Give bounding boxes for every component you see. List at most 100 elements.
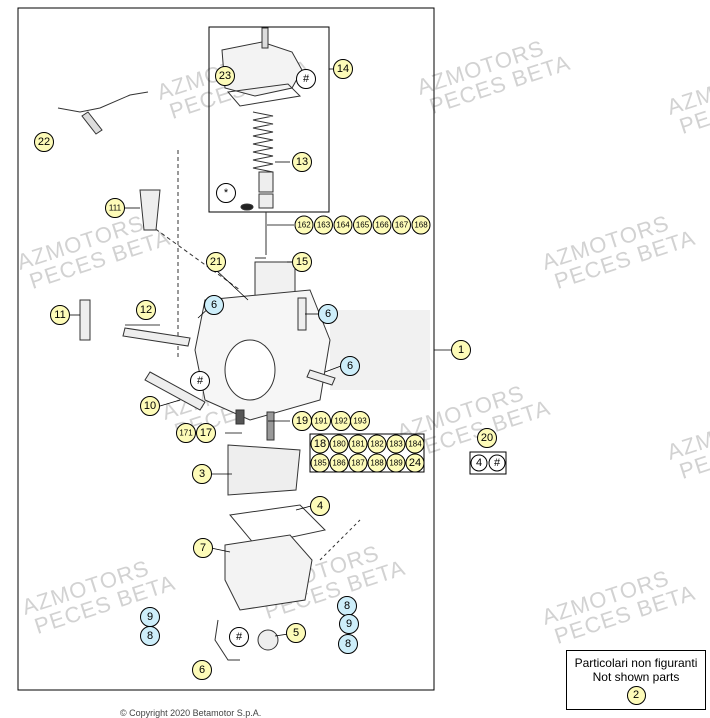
callout-top-167-label: 167 (395, 221, 409, 230)
callout-c171: 171 (176, 423, 196, 443)
callout-c6a-label: 6 (211, 299, 217, 311)
callout-c11: 11 (50, 305, 70, 325)
callout-c3: 3 (192, 464, 212, 484)
callout-c12-label: 12 (140, 304, 152, 316)
slide-spring (252, 111, 274, 173)
callout-top-163-circle (314, 215, 333, 235)
callout-c6d: 6 (192, 660, 212, 680)
pilot-screw-right (297, 297, 307, 331)
callout-c3-circle (192, 464, 212, 484)
legend-line-1: Particolari non figuranti (574, 656, 698, 670)
callout-c6b-label: 6 (325, 308, 331, 320)
drain-plug (257, 629, 279, 651)
callout-c8a-circle (140, 626, 160, 646)
callout-ch1-label: # (303, 73, 310, 85)
float-bowl-gasket (229, 504, 327, 546)
callout-grid2-188-label: 188 (370, 459, 384, 468)
callout-cg_hash-circle (488, 454, 506, 472)
callout-c13-label: 13 (296, 156, 308, 168)
callout-c21-label: 21 (210, 256, 222, 268)
callout-c15-label: 15 (296, 256, 308, 268)
callout-ch3-label: # (236, 631, 243, 643)
callout-top-166-circle (372, 215, 392, 235)
callout-c17-circle (196, 423, 216, 443)
callout-c19-label: 19 (296, 415, 308, 427)
callout-c4-circle (310, 496, 330, 516)
top-cap-gasket (227, 83, 302, 107)
callout-c4-label: 4 (317, 500, 323, 512)
callout-c22-label: 22 (38, 136, 50, 148)
callout-cg_hash-label: # (494, 457, 501, 469)
callout-grid2-186: 186 (329, 453, 349, 473)
callout-c3-label: 3 (199, 468, 205, 480)
callout-c111: 111 (105, 198, 125, 218)
callout-top-167-circle (392, 215, 411, 235)
callout-c21: 21 (206, 252, 226, 272)
callout-c9a-label: 9 (147, 611, 153, 623)
callout-cstar: * (216, 183, 236, 203)
callout-top-164: 164 (333, 215, 353, 235)
callout-c193: 193 (350, 411, 370, 431)
callout-c14: 14 (333, 59, 353, 79)
callout-grid2-185: 185 (310, 453, 330, 473)
callout-grid2-24-label: 24 (409, 457, 421, 469)
cable-adjuster (261, 27, 269, 49)
callout-c6b: 6 (318, 304, 338, 324)
callout-grid1-180: 180 (329, 434, 349, 454)
callout-ch2: # (190, 371, 210, 391)
callout-top-168-circle (411, 215, 431, 235)
callout-c14-circle (333, 59, 353, 79)
callout-c171-label: 171 (179, 429, 193, 438)
callout-c12: 12 (136, 300, 156, 320)
callout-c20-circle (477, 428, 497, 448)
callout-c191-circle (311, 411, 331, 431)
callout-grid1-181: 181 (348, 434, 368, 454)
callout-grid2-189-label: 189 (389, 459, 403, 468)
callout-c192: 192 (331, 411, 351, 431)
callout-grid1-183-label: 183 (389, 440, 403, 449)
callout-grid2-187-label: 187 (351, 459, 365, 468)
assembly-frame (17, 7, 435, 691)
callout-c19: 19 (292, 411, 312, 431)
callout-grid2-188: 188 (367, 453, 387, 473)
callout-top-164-label: 164 (336, 221, 350, 230)
callout-c9a: 9 (140, 607, 160, 627)
callout-top-163: 163 (314, 215, 333, 235)
callout-grid2-185-label: 185 (313, 459, 327, 468)
callout-grid2-189: 189 (386, 453, 406, 473)
callout-c23-circle (215, 66, 235, 86)
pilot-jet (266, 411, 275, 441)
callout-c8a-label: 8 (147, 630, 153, 642)
callout-grid2-24: 24 (405, 453, 425, 473)
callout-ch2-label: # (197, 375, 204, 387)
callout-c11-label: 11 (54, 309, 65, 321)
legend-line-2: Not shown parts (592, 670, 680, 684)
callout-c111-label: 111 (109, 204, 122, 213)
callout-c1-label: 1 (458, 344, 464, 356)
callout-c6c: 6 (340, 356, 360, 376)
callout-c191: 191 (311, 411, 331, 431)
callout-top-166: 166 (372, 215, 392, 235)
callout-ch3-circle (229, 627, 249, 647)
callout-c6d-circle (192, 660, 212, 680)
callout-c22-circle (34, 132, 54, 152)
callout-grid1-183-circle (386, 434, 406, 454)
callout-grid2-187: 187 (348, 453, 368, 473)
legend-badge: 2 (626, 686, 646, 705)
cable-end (81, 111, 103, 135)
guide-line-cable (149, 224, 241, 291)
callout-grid2-186-label: 186 (332, 459, 346, 468)
callout-c10-label: 10 (144, 400, 156, 412)
needle-clip (240, 203, 254, 211)
callout-grid1-18-circle (310, 434, 330, 454)
callout-c10-circle (140, 396, 160, 416)
callout-top-165-label: 165 (356, 221, 370, 230)
shade-texture (330, 310, 430, 390)
callout-c21-circle (206, 252, 226, 272)
callout-top-162: 162 (294, 215, 314, 235)
callout-grid1-183: 183 (386, 434, 406, 454)
callout-top-168: 168 (411, 215, 431, 235)
callout-ch1: # (296, 69, 316, 89)
callout-c20-label: 20 (481, 432, 493, 444)
